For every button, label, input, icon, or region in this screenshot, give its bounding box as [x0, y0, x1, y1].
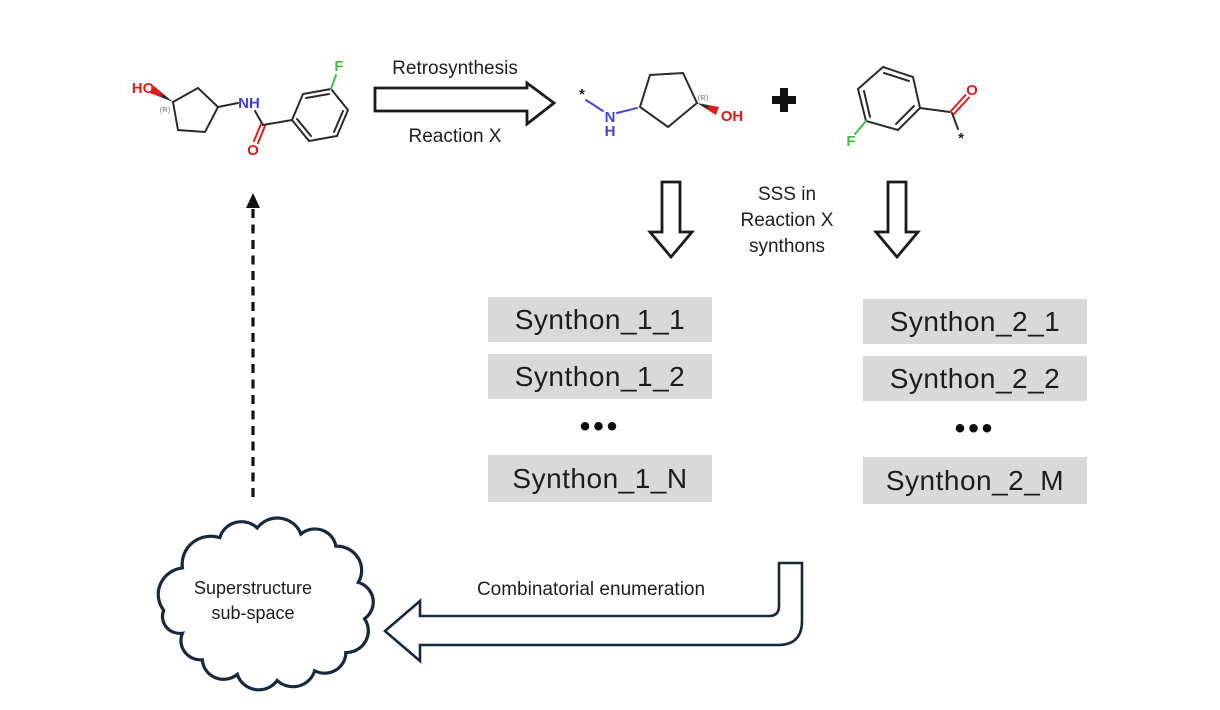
- attachment-star: *: [579, 86, 585, 103]
- combinatorial-label: Combinatorial enumeration: [476, 579, 706, 600]
- synthon2-molecule: F O *: [846, 65, 978, 150]
- fluorine-label: F: [846, 133, 855, 150]
- benzene-ring: [290, 87, 350, 143]
- down-arrow-2: [873, 180, 921, 260]
- cloud-label-line2: sub-space: [211, 603, 295, 623]
- fluorine-label: F: [334, 58, 343, 75]
- synthon-box: Synthon_2_M: [863, 457, 1087, 504]
- target-molecule: HO (R) NH O F: [132, 58, 350, 159]
- wedge-bond: [697, 103, 719, 115]
- amide-nh-label: NH: [238, 95, 260, 112]
- retrosynthesis-label: Retrosynthesis: [392, 58, 518, 79]
- attachment-star: *: [958, 130, 964, 147]
- dashed-feedback-arrow: [246, 193, 260, 500]
- cloud-label-line1: Superstructure: [193, 578, 313, 598]
- hydroxyl-label: HO: [132, 80, 155, 97]
- synthon1-molecule: * N H (R) OH: [579, 71, 744, 140]
- ellipsis: •••: [954, 412, 996, 445]
- amine-h-label: H: [605, 123, 616, 140]
- amine-n-label: N: [605, 109, 616, 126]
- synthon-box: Synthon_1_2: [488, 354, 712, 399]
- wedge-bond: [150, 86, 173, 102]
- synthon-box: Synthon_2_2: [863, 356, 1087, 401]
- reaction-x-label: Reaction X: [408, 126, 502, 147]
- sss-label: SSS in Reaction X synthons: [697, 182, 877, 260]
- cyclopentane-ring: [638, 71, 699, 129]
- stereo-label: (R): [698, 93, 709, 102]
- sss-line1: SSS in: [757, 184, 817, 205]
- cloud-label: Superstructure sub-space: [153, 576, 353, 626]
- superstructure-cloud: [156, 516, 375, 692]
- sss-line2: Reaction X: [740, 210, 834, 231]
- synthon-box: Synthon_1_1: [488, 297, 712, 342]
- down-arrow-1: [647, 180, 695, 260]
- hydroxyl-label: OH: [721, 108, 744, 125]
- carbonyl-o-label: O: [966, 82, 978, 99]
- stereo-label: (R): [160, 105, 171, 114]
- ellipsis: •••: [579, 410, 621, 443]
- synthon-box: Synthon_2_1: [863, 299, 1087, 344]
- plus-sign: [772, 88, 796, 112]
- benzene-ring: [856, 65, 922, 132]
- sss-line3: synthons: [748, 236, 826, 257]
- combinatorial-arrow: [383, 561, 804, 664]
- retrosynthesis-arrow: [373, 80, 557, 127]
- cyclopentane-ring: [171, 86, 220, 134]
- carbonyl-o-label: O: [247, 142, 259, 159]
- synthon-box: Synthon_1_N: [488, 455, 712, 502]
